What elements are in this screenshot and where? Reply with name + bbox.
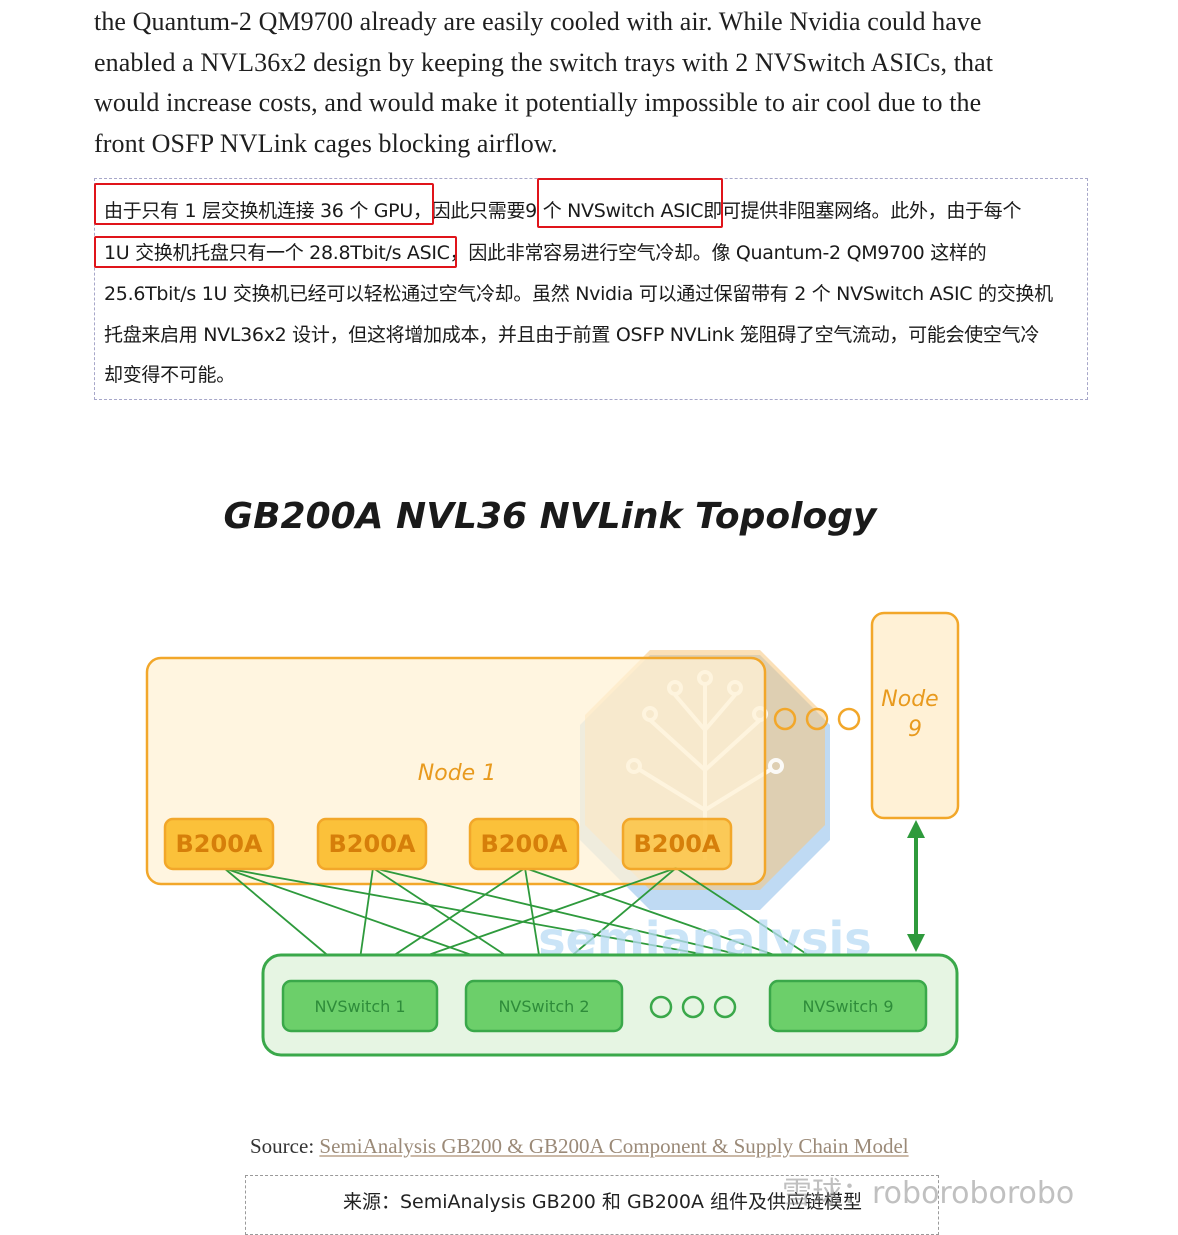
- translation-line-5: 却变得不可能。: [104, 360, 235, 387]
- source-prefix: Source:: [250, 1134, 319, 1158]
- translation-text: 因此只需要: [432, 200, 526, 222]
- gpu-label: B200A: [481, 830, 568, 858]
- nvswitch-2: NVSwitch 2: [466, 981, 622, 1031]
- source-link[interactable]: SemiAnalysis GB200 & GB200A Component & …: [319, 1134, 908, 1158]
- nvswitch-9: NVSwitch 9: [770, 981, 926, 1031]
- gpu-label: B200A: [176, 830, 263, 858]
- gpu-b200a-1: B200A: [165, 819, 273, 869]
- switch-label: NVSwitch 2: [498, 997, 589, 1016]
- gpu-label: B200A: [329, 830, 416, 858]
- node-9-number: 9: [908, 717, 922, 742]
- highlight-box-gpu: [94, 183, 434, 225]
- translation-text: 即可提供非阻塞网络。此外，由于每个: [703, 200, 1021, 222]
- nvlink-topology-diagram: GB200A NVL36 NVLink Topology Node 1 Node: [0, 470, 1178, 1090]
- highlight-box-nvswitch: [537, 178, 723, 228]
- nvswitch-1: NVSwitch 1: [283, 981, 437, 1031]
- translation-line-4: 托盘来启用 NVL36x2 设计，但这将增加成本，并且由于前置 OSFP NVL…: [104, 320, 1039, 347]
- gpu-label: B200A: [634, 830, 721, 858]
- english-paragraph: the Quantum-2 QM9700 already are easily …: [94, 2, 1094, 164]
- source-caption: Source: SemiAnalysis GB200 & GB200A Comp…: [250, 1134, 909, 1159]
- gpu-b200a-4: B200A: [623, 819, 731, 869]
- gpu-b200a-3: B200A: [470, 819, 578, 869]
- node-link-arrow: [907, 820, 925, 952]
- node-9-label: Node: [881, 687, 938, 712]
- paragraph-line: front OSFP NVLink cages blocking airflow…: [94, 124, 1094, 165]
- highlight-box-tray: [94, 236, 457, 268]
- switch-label: NVSwitch 9: [802, 997, 893, 1016]
- paragraph-line: would increase costs, and would make it …: [94, 83, 1094, 124]
- site-watermark: 雪球：roboroborobo: [782, 1168, 1074, 1212]
- gpu-b200a-2: B200A: [318, 819, 426, 869]
- paragraph-line: enabled a NVL36x2 design by keeping the …: [94, 43, 1094, 84]
- node-1-label: Node 1: [418, 761, 496, 786]
- translation-line-3: 25.6Tbit/s 1U 交换机已经可以轻松通过空气冷却。虽然 Nvidia …: [104, 279, 1053, 306]
- diagram-title: GB200A NVL36 NVLink Topology: [224, 496, 878, 537]
- node-9-tray: [872, 613, 958, 818]
- switch-label: NVSwitch 1: [314, 997, 405, 1016]
- paragraph-line: the Quantum-2 QM9700 already are easily …: [94, 2, 1094, 43]
- translation-text: ，因此非常容易进行空气冷却。像 Quantum-2 QM9700 这样的: [450, 242, 987, 264]
